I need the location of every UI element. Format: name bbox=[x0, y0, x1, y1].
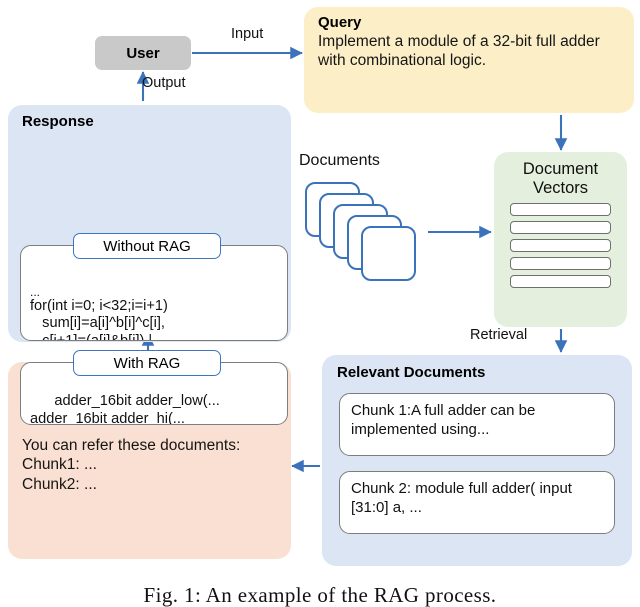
vector-bar bbox=[510, 221, 611, 235]
with-rag-tag-label: With RAG bbox=[113, 354, 181, 372]
query-body: Implement a module of a 32-bit full adde… bbox=[318, 33, 600, 70]
document-vectors-title-line2: Vectors bbox=[532, 179, 589, 198]
llm-chunk-1: Chunk1: ... bbox=[22, 456, 97, 474]
without-rag-tag: Without RAG bbox=[73, 233, 221, 259]
without-rag-ellipsis: ... bbox=[30, 284, 41, 299]
without-rag-code-card: ...for(int i=0; i<32;i=i+1) sum[i]=a[i]^… bbox=[20, 245, 288, 341]
document-vectors-title: Document Vectors bbox=[494, 152, 627, 198]
document-vectors-panel: Document Vectors bbox=[494, 152, 627, 327]
llm-spacer bbox=[22, 425, 281, 436]
llm-paragraph-2: You can refer these documents: bbox=[22, 437, 241, 454]
chunk-card: Chunk 1:A full adder can be implemented … bbox=[339, 393, 615, 456]
query-panel: Query Implement a module of a 32-bit ful… bbox=[304, 7, 634, 113]
user-label: User bbox=[126, 44, 160, 62]
vector-bar bbox=[510, 203, 611, 217]
figure-caption: Fig. 1: An example of the RAG process. bbox=[143, 583, 497, 607]
vector-bar bbox=[510, 275, 611, 289]
query-title: Query bbox=[318, 14, 362, 31]
without-rag-code: for(int i=0; i<32;i=i+1) sum[i]=a[i]^b[i… bbox=[30, 297, 168, 340]
llm-chunk-2: Chunk2: ... bbox=[22, 475, 97, 493]
vector-bar bbox=[510, 239, 611, 253]
documents-label: Documents bbox=[299, 152, 380, 169]
vector-bar bbox=[510, 257, 611, 271]
user-box: User bbox=[95, 36, 191, 70]
arrow-label-input: Input bbox=[231, 26, 264, 42]
response-title: Response bbox=[22, 113, 94, 130]
document-sheet bbox=[361, 226, 416, 281]
without-rag-tag-label: Without RAG bbox=[103, 237, 191, 255]
chunk-card: Chunk 2: module full adder( input [31:0]… bbox=[339, 471, 615, 534]
arrow-label-output: Output bbox=[142, 75, 186, 91]
documents-stack bbox=[305, 182, 425, 302]
document-vectors-title-line1: Document bbox=[522, 160, 599, 178]
with-rag-tag: With RAG bbox=[73, 350, 221, 376]
relevant-documents-title: Relevant Documents bbox=[337, 364, 486, 381]
arrow-label-retrieval: Retrieval bbox=[470, 327, 528, 343]
with-rag-code: adder_16bit adder_low(... adder_16bit ad… bbox=[30, 392, 220, 425]
response-panel: Response ...for(int i=0; i<32;i=i+1) sum… bbox=[8, 105, 291, 425]
relevant-documents-panel: Relevant Documents Chunk 1:A full adder … bbox=[322, 355, 632, 566]
